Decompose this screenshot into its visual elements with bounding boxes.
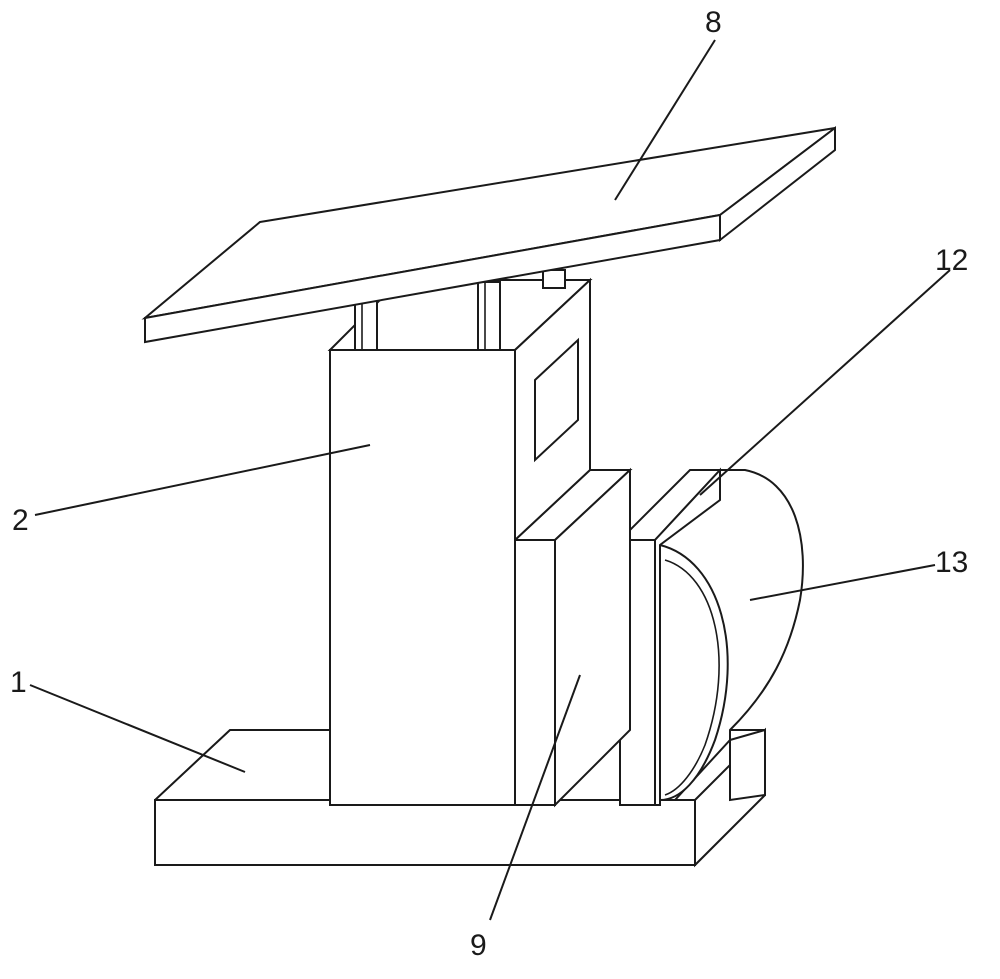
callout-2: 2 — [12, 504, 29, 537]
housing — [327, 277, 593, 806]
leader-13 — [749, 564, 936, 601]
callout-9: 9 — [470, 929, 487, 962]
callout-8: 8 — [705, 6, 722, 39]
drum-cylinder — [659, 469, 804, 802]
housing-window — [534, 337, 579, 463]
leader-9 — [489, 674, 581, 921]
callout-labels: 8 12 13 2 1 9 — [10, 6, 968, 962]
callout-12: 12 — [935, 244, 968, 277]
support-posts — [354, 269, 566, 351]
leader-1 — [29, 684, 246, 773]
side-block — [512, 467, 633, 808]
solar-panel — [141, 125, 836, 344]
callout-13: 13 — [935, 546, 968, 579]
leader-8 — [614, 39, 716, 201]
leader-12 — [699, 269, 951, 496]
leader-2 — [34, 444, 371, 516]
leader-lines — [29, 39, 951, 921]
callout-1: 1 — [10, 666, 27, 699]
